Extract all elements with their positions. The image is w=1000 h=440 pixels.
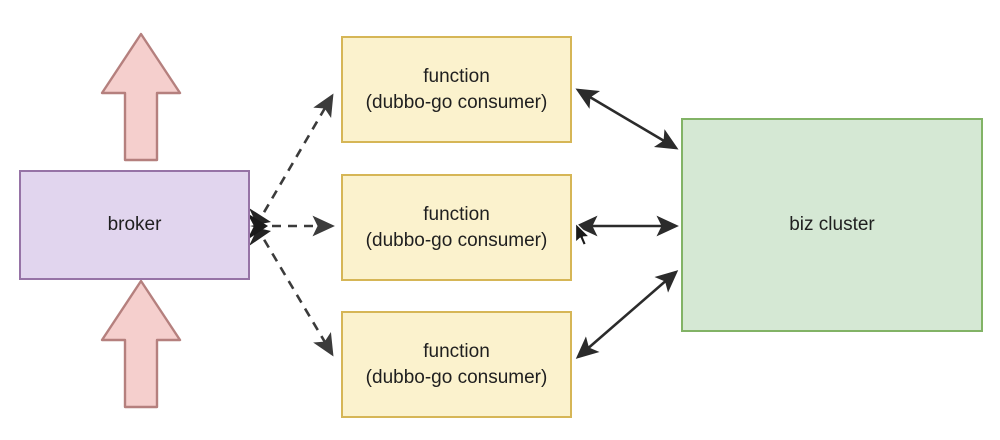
function-node-2[interactable]: function (dubbo-go consumer) [341, 174, 572, 281]
connector-junction-node [247, 208, 271, 246]
function-node-3-label: function (dubbo-go consumer) [365, 341, 548, 388]
broker-node[interactable]: broker [19, 170, 250, 280]
inbound-arrow-bottom-icon [100, 279, 182, 409]
biz-cluster-node-label: biz cluster [789, 214, 875, 236]
function-node-3[interactable]: function (dubbo-go consumer) [341, 311, 572, 418]
inbound-arrow-top-icon [100, 32, 182, 162]
function-node-2-label: function (dubbo-go consumer) [365, 204, 548, 251]
function-node-1-label: function (dubbo-go consumer) [365, 66, 548, 113]
biz-cluster-node[interactable]: biz cluster [681, 118, 983, 332]
broker-to-function-3-connector [254, 225, 334, 357]
function-node-1[interactable]: function (dubbo-go consumer) [341, 36, 572, 143]
function-3-to-biz-cluster-connector [575, 270, 679, 359]
broker-to-function-1-connector [254, 93, 334, 227]
broker-node-label: broker [107, 214, 162, 236]
function-1-to-biz-cluster-connector [575, 88, 679, 150]
